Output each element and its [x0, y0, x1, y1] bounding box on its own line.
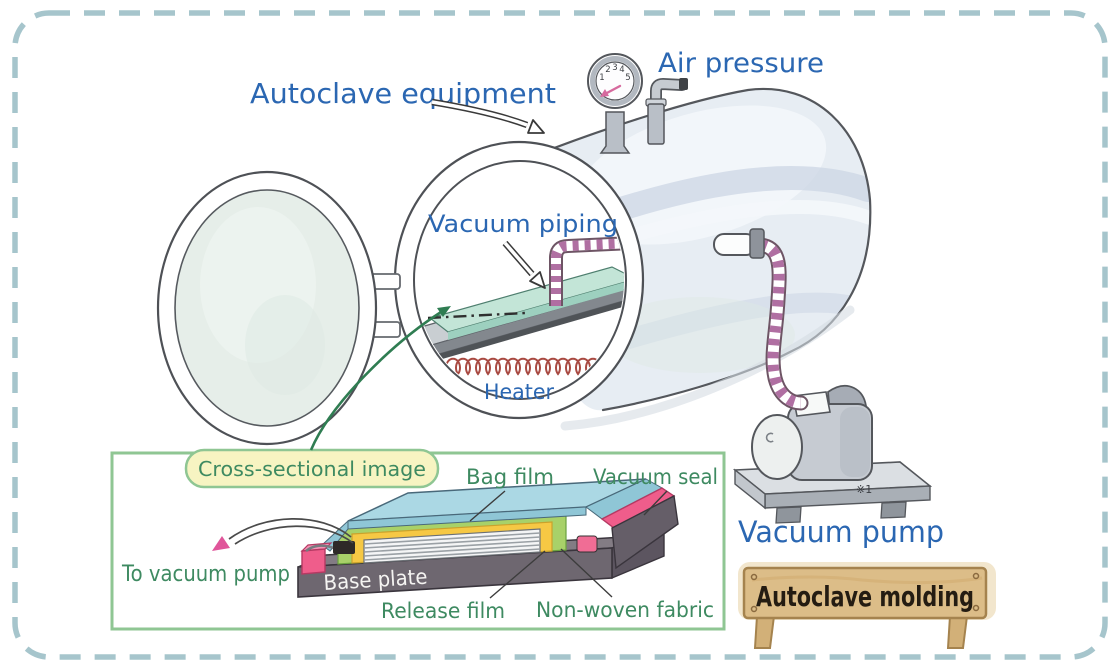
arrow-to-tank: [431, 98, 545, 134]
sign-leg: [753, 615, 776, 649]
vacuum-pipe-internal: [549, 236, 624, 306]
arrow-to-vacuum-pump: [212, 518, 354, 551]
leader-vacuum-seal: [643, 490, 668, 516]
label-vacuum-piping: Vacuum piping: [428, 210, 618, 238]
arrow-cross-section: [309, 306, 451, 451]
label-non-woven-fabric: Non-woven fabric: [536, 598, 714, 622]
dashed-border: [12, 10, 1108, 660]
leader-bag-film: [469, 490, 506, 522]
sign-nail: [972, 572, 980, 580]
sign-nail: [972, 604, 980, 612]
laminate-layers: [363, 528, 541, 564]
pump-body-shade: [840, 407, 870, 477]
tank-shadow: [560, 305, 855, 431]
hidden-edge-line: [427, 311, 526, 320]
heater-coil: [445, 357, 601, 376]
pump-platform-side: [734, 468, 766, 510]
gauge-tick: 1: [599, 73, 604, 83]
vacuum-pump-machine: ※1: [732, 384, 933, 524]
layup-diagram: [297, 478, 679, 598]
vacuum-pipe-external: [752, 237, 809, 411]
workpiece-layup-edge: [448, 279, 624, 340]
label-release-film: Release film: [381, 599, 505, 623]
base-plate-right-block: [611, 494, 679, 570]
gauge-needle-tip: [600, 89, 609, 97]
leader-non-woven: [560, 548, 613, 598]
sign-leg: [946, 615, 969, 649]
arrow-vacuum-piping: [502, 240, 546, 289]
gauge-stem: [599, 111, 631, 154]
label-vacuum-pump: Vacuum pump: [738, 515, 944, 549]
sign-nail: [750, 605, 758, 613]
air-inlet-valve: [645, 77, 688, 145]
gauge-needle: [603, 84, 622, 96]
wood-grain: [751, 575, 983, 585]
label-autoclave-equipment: Autoclave equipment: [250, 77, 556, 110]
gauge-tick: 5: [625, 73, 630, 83]
pink-arrowhead: [212, 536, 230, 551]
label-bag-film: Bag film: [466, 465, 554, 489]
label-heater: Heater: [484, 380, 554, 404]
sign-nail: [750, 573, 758, 581]
pump-foot: [880, 501, 907, 519]
tank-door: [156, 170, 378, 446]
pressure-gauge: 1 2 3 4 5: [587, 53, 643, 154]
vacuum-hose: [305, 544, 337, 552]
vacuum-seal-inner-tab: [576, 535, 598, 553]
cross-section-box: Cross-sectional image: [110, 448, 726, 631]
pump-logo-mark: [765, 432, 774, 443]
label-to-vacuum-pump: To vacuum pump: [121, 562, 290, 587]
pump-foot: [775, 506, 802, 524]
gauge-tick: 2: [605, 65, 610, 75]
green-arrowhead: [437, 306, 451, 317]
valve-tip: [679, 78, 688, 90]
tank-interior: [416, 236, 624, 376]
leader-release-film: [489, 550, 546, 599]
gauge-tick: 4: [619, 65, 624, 75]
gauge-tick: 3: [612, 63, 617, 73]
cross-section-title: Cross-sectional image: [198, 457, 426, 481]
vacuum-connector: [333, 541, 355, 554]
pump-footnote: ※1: [856, 483, 872, 496]
sign-text: Autoclave molding: [756, 580, 974, 613]
pipe-fitting: [713, 228, 765, 259]
gauge-dial: 1 2 3 4 5: [599, 63, 630, 83]
label-vacuum-seal: Vacuum seal: [593, 465, 718, 489]
sign-board: [742, 566, 988, 620]
label-air-pressure: Air pressure: [658, 48, 824, 79]
pump-cylinder-face: [751, 414, 803, 480]
wooden-sign: Autoclave molding: [738, 562, 996, 649]
